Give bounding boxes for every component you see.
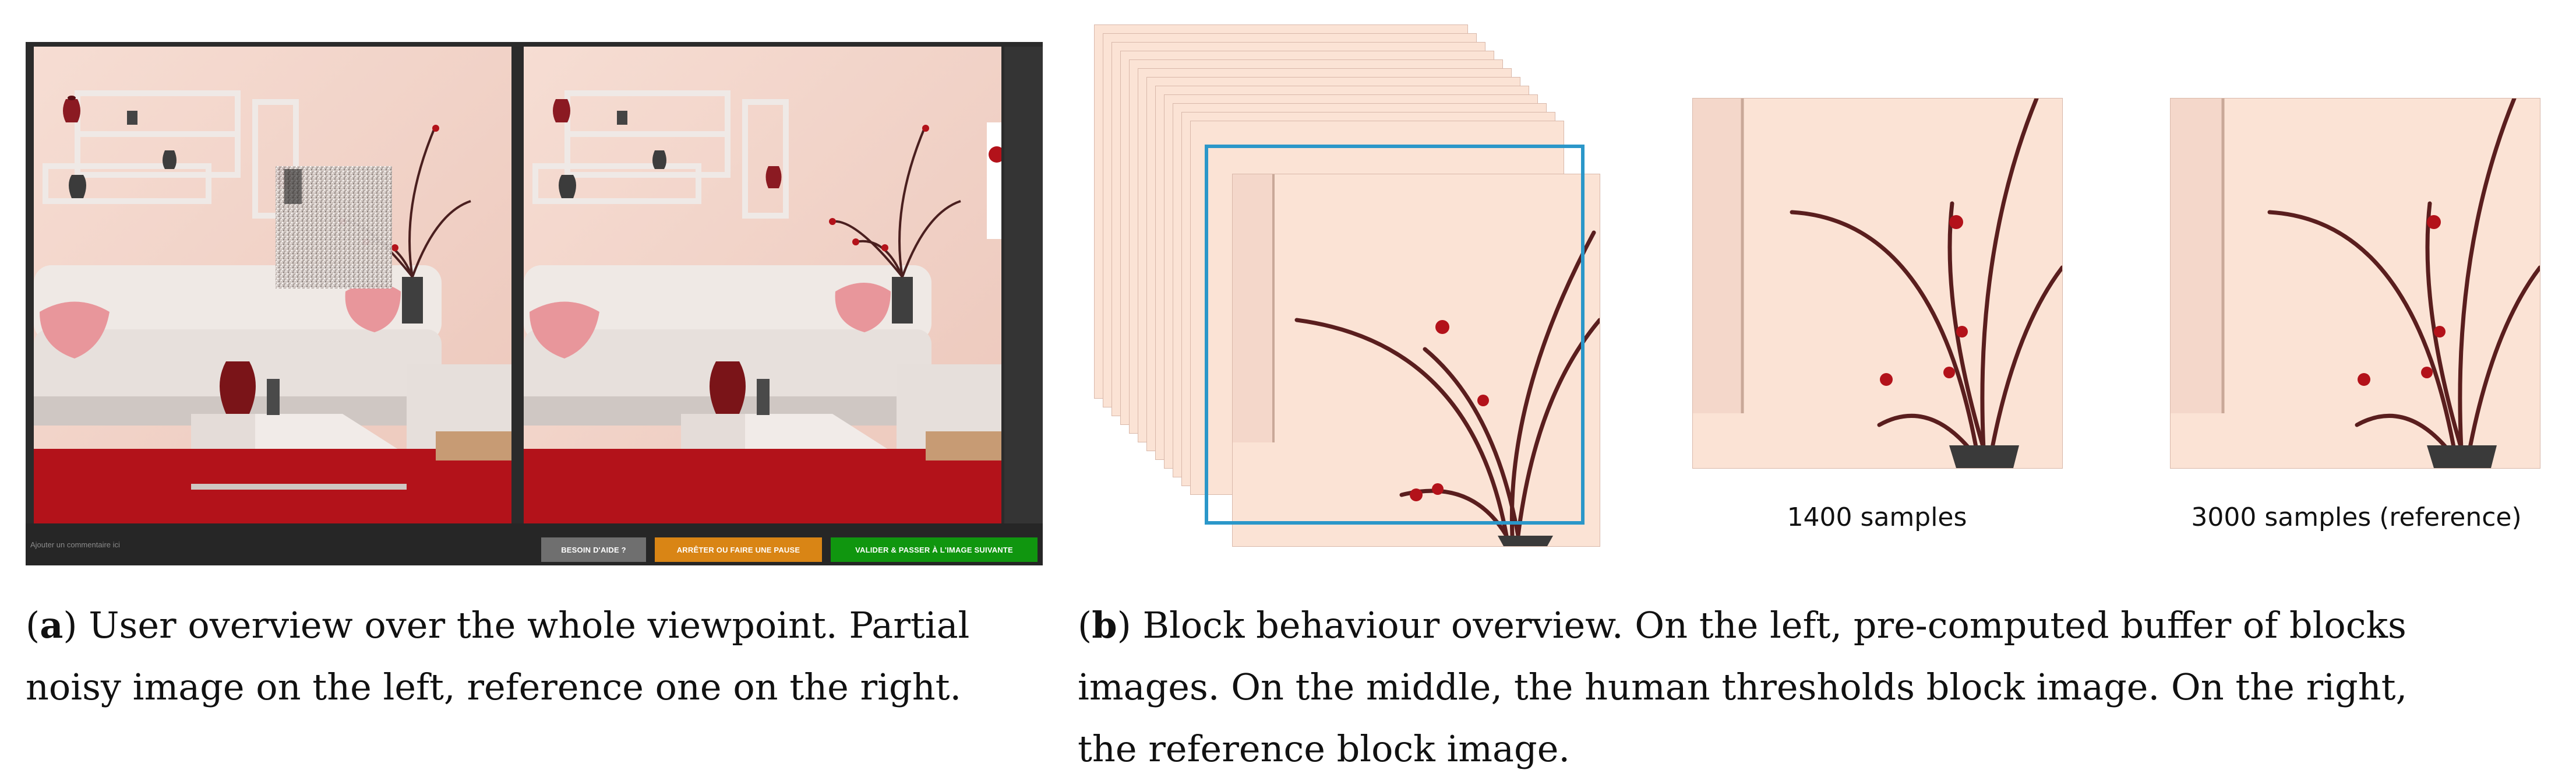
ui-bottom-bar: BESOIN D'AIDE ? ARRÊTER OU FAIRE UNE PAU… [26,523,1043,565]
noisy-render-image [34,47,511,523]
caption-b-line3: the reference block image. [1078,727,1571,770]
viewer-side-strip [1004,47,1043,523]
caption-b-line1: ) Block behaviour overview. On the left,… [1117,604,2406,646]
reference-render-image [524,47,1001,523]
caption-b-line2: images. On the middle, the human thresho… [1078,666,2408,708]
threshold-block-image [1692,98,2063,469]
comment-input[interactable] [29,536,515,553]
ui-screenshot: BESOIN D'AIDE ? ARRÊTER OU FAIRE UNE PAU… [26,42,1043,565]
help-button[interactable]: BESOIN D'AIDE ? [541,537,646,562]
reference-block-image [2170,98,2540,469]
caption-a-line1: ) User overview over the whole viewpoint… [63,604,970,646]
caption-b-letter: b [1092,604,1117,646]
label-3000-samples-reference: 3000 samples (reference) [2191,502,2522,532]
caption-a-letter: a [40,604,63,646]
validate-next-button[interactable]: VALIDER & PASSER À L'IMAGE SUIVANTE [831,537,1038,562]
pause-button[interactable]: ARRÊTER OU FAIRE UNE PAUSE [655,537,822,562]
caption-b: (b) Block behaviour overview. On the lef… [1078,595,2569,780]
caption-a-line2: noisy image on the left, reference one o… [26,666,962,708]
front-block-image [1232,174,1600,547]
label-1400-samples: 1400 samples [1787,502,1967,532]
caption-a: (a) User overview over the whole viewpoi… [26,595,1051,718]
